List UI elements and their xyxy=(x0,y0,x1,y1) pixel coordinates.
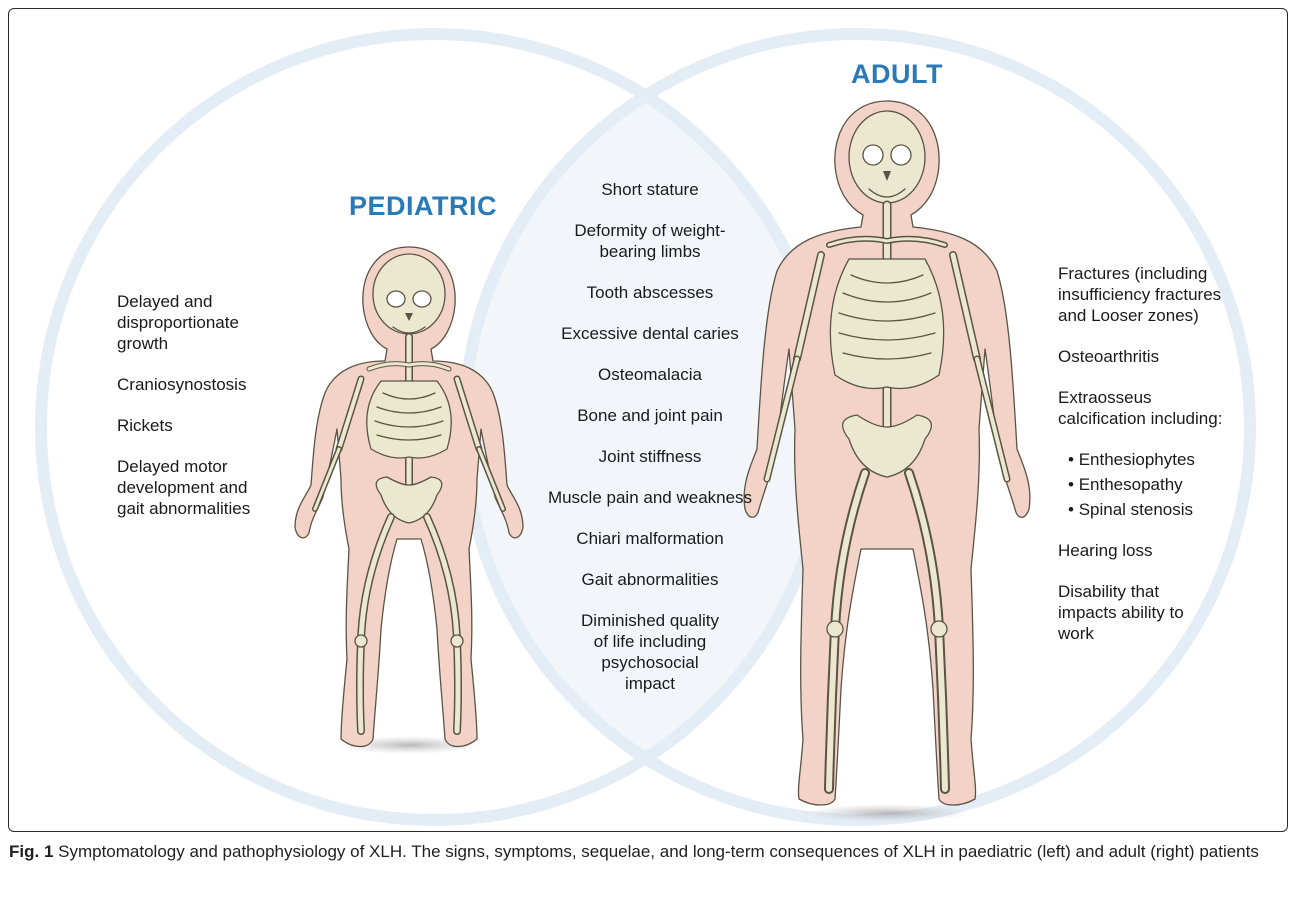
adult-subitem: • Enthesiophytes xyxy=(1058,449,1240,470)
shared-item: Deformity of weight-bearing limbs xyxy=(541,220,759,262)
pediatric-item: Craniosynostosis xyxy=(117,374,267,395)
shared-item: Chiari malformation xyxy=(541,528,759,549)
shared-item: Osteomalacia xyxy=(541,364,759,385)
shared-item: Diminished quality of life including psy… xyxy=(541,610,759,694)
pediatric-item: Delayed motor development and gait abnor… xyxy=(117,456,267,519)
adult-heading: ADULT xyxy=(851,59,943,90)
figure-caption: Fig. 1 Symptomatology and pathophysiolog… xyxy=(9,840,1284,863)
figure-caption-text: Symptomatology and pathophysiology of XL… xyxy=(53,842,1258,861)
shared-item: Muscle pain and weakness xyxy=(541,487,759,508)
shared-item: Tooth abscesses xyxy=(541,282,759,303)
adult-features-list: Fractures (including insufficiency fract… xyxy=(1058,263,1240,664)
figure-label: Fig. 1 xyxy=(9,842,53,861)
shared-item: Excessive dental caries xyxy=(541,323,759,344)
adult-item-osteoarthritis: Osteoarthritis xyxy=(1058,346,1240,367)
adult-item-extraosseous: Extraosseus calcification including: xyxy=(1058,387,1240,429)
shared-item: Joint stiffness xyxy=(541,446,759,467)
adult-subitem-label: Spinal stenosis xyxy=(1079,500,1193,519)
shared-item: Short stature xyxy=(541,179,759,200)
shared-item: Bone and joint pain xyxy=(541,405,759,426)
adult-item-disability: Disability that impacts ability to work xyxy=(1058,581,1240,644)
adult-item-hearing: Hearing loss xyxy=(1058,540,1240,561)
adult-subitem-label: Enthesopathy xyxy=(1079,475,1183,494)
pediatric-heading: PEDIATRIC xyxy=(349,191,497,222)
adult-subitem: • Spinal stenosis xyxy=(1058,499,1240,520)
adult-item-fractures: Fractures (including insufficiency fract… xyxy=(1058,263,1240,326)
shared-item: Gait abnormalities xyxy=(541,569,759,590)
adult-subitem-label: Enthesiophytes xyxy=(1079,450,1195,469)
pediatric-item: Rickets xyxy=(117,415,267,436)
adult-subitem: • Enthesopathy xyxy=(1058,474,1240,495)
figure-frame: PEDIATRIC ADULT Delayed and disproportio… xyxy=(8,8,1288,832)
shared-features-list: Short stature Deformity of weight-bearin… xyxy=(541,179,759,714)
pediatric-features-list: Delayed and disproportionate growth Cran… xyxy=(117,291,267,539)
pediatric-item: Delayed and disproportionate growth xyxy=(117,291,267,354)
